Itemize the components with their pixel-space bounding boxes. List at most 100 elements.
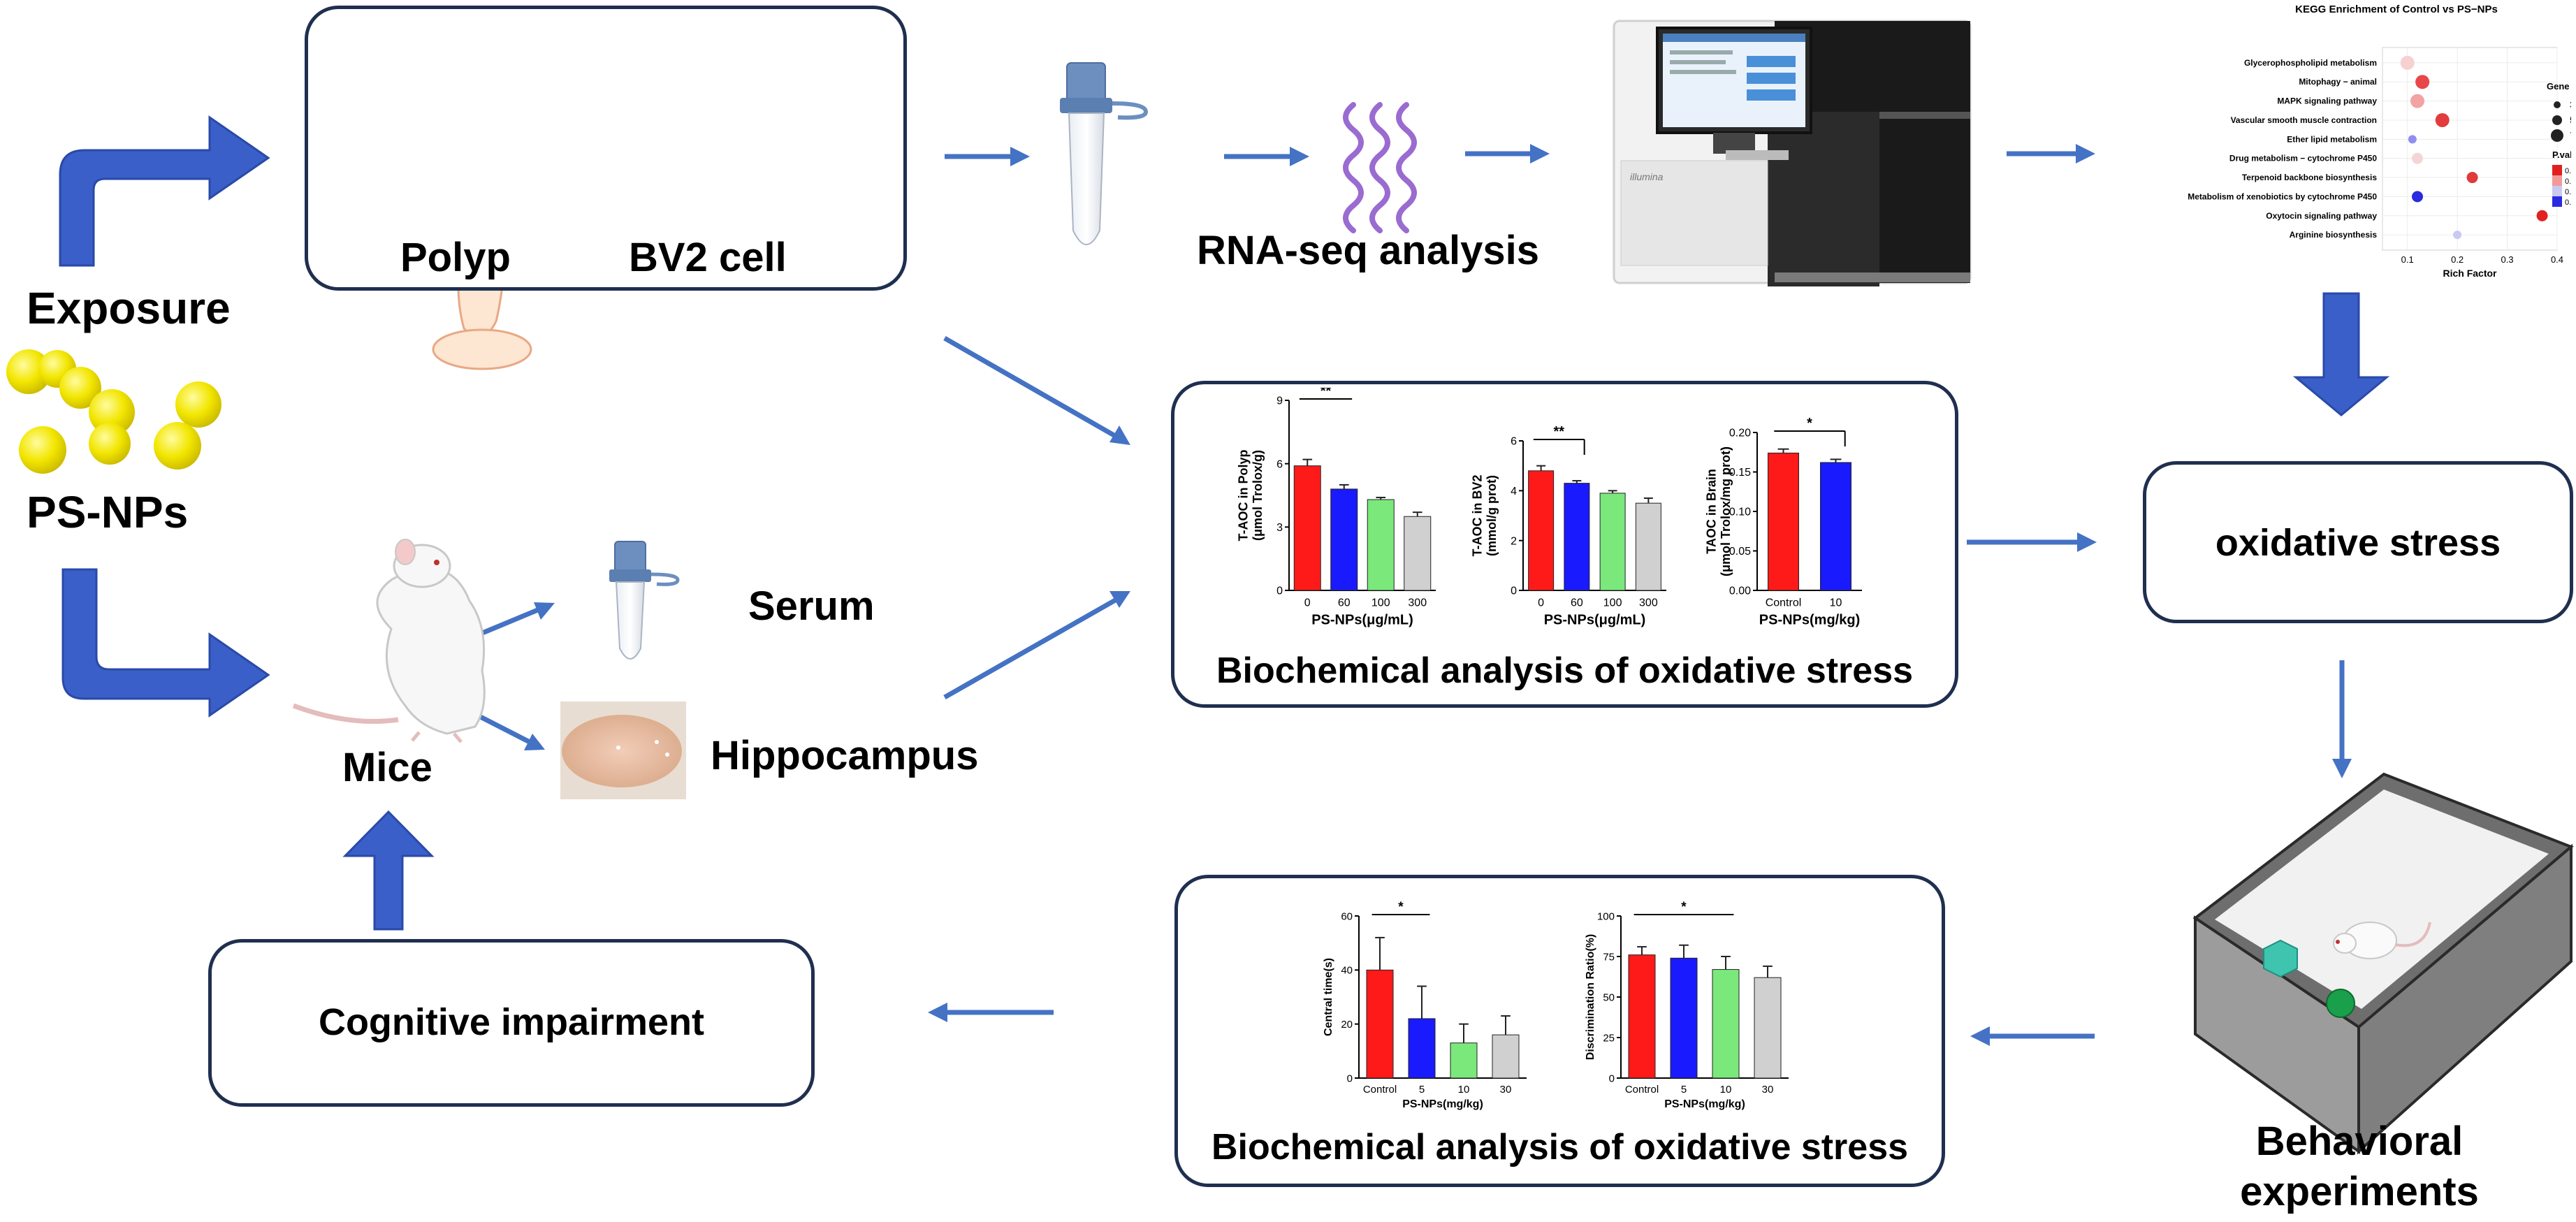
x-tick-label: Control bbox=[1625, 1084, 1659, 1096]
y-tick-label: 20 bbox=[1341, 1019, 1353, 1031]
y-tick-label: Metabolism of xenobiotics by cytochrome … bbox=[2188, 191, 2377, 201]
y-tick-label: 4 bbox=[1511, 486, 1517, 497]
legend-color-swatch bbox=[2552, 196, 2562, 207]
bar bbox=[1492, 1034, 1520, 1079]
significance-marker: * bbox=[1398, 900, 1404, 915]
x-tick-label: 0.3 bbox=[2501, 254, 2514, 265]
y-axis-label: (μmol Trolox/g) bbox=[1251, 450, 1265, 541]
y-axis-label: T-AOC in Polyp bbox=[1236, 449, 1250, 541]
significance-marker: ** bbox=[1320, 388, 1332, 399]
y-tick-label: 25 bbox=[1603, 1032, 1615, 1044]
x-tick-label: 0 bbox=[1304, 597, 1311, 609]
legend-size-label: 3 bbox=[2570, 100, 2571, 110]
y-tick-label: MAPK signaling pathway bbox=[2277, 96, 2377, 106]
oxidative-stress-box bbox=[2143, 461, 2573, 623]
legend-size-label: 7 bbox=[2570, 131, 2571, 140]
y-tick-label: Vascular smooth muscle contraction bbox=[2231, 115, 2377, 125]
y-tick-label: 9 bbox=[1276, 395, 1283, 407]
data-point bbox=[2408, 135, 2417, 144]
legend-color-swatch bbox=[2552, 186, 2562, 196]
bar bbox=[1754, 977, 1782, 1079]
legend-size-title: Gene Number bbox=[2547, 81, 2571, 92]
data-point bbox=[2412, 152, 2423, 164]
y-tick-label: 0.10 bbox=[1729, 507, 1751, 518]
y-tick-label: 6 bbox=[1276, 458, 1283, 470]
y-tick-label: 50 bbox=[1603, 991, 1615, 1003]
behavioral-label-line1: Behavioral bbox=[2255, 1119, 2464, 1164]
y-tick-label: 0.05 bbox=[1729, 546, 1751, 558]
y-tick-label: 0 bbox=[1609, 1072, 1615, 1084]
rna-strands-icon bbox=[1343, 102, 1417, 233]
bar bbox=[1712, 969, 1740, 1079]
y-tick-label: 100 bbox=[1597, 910, 1615, 922]
bar bbox=[1404, 516, 1432, 591]
bar bbox=[1635, 502, 1661, 591]
bar bbox=[1670, 957, 1698, 1079]
data-point bbox=[2536, 210, 2548, 221]
x-tick-label: 30 bbox=[1500, 1084, 1512, 1096]
x-axis-label: PS-NPs(μg/mL) bbox=[1311, 612, 1413, 627]
legend-color-label: 0.03 bbox=[2565, 188, 2571, 196]
x-tick-label: 100 bbox=[1603, 597, 1622, 609]
x-axis-label: PS-NPs(μg/mL) bbox=[1544, 612, 1646, 627]
y-tick-label: Arginine biosynthesis bbox=[2290, 230, 2378, 240]
ps-nps-label: PS-NPs bbox=[27, 487, 189, 537]
legend-size-dot bbox=[2551, 129, 2563, 142]
x-tick-label: Control bbox=[1363, 1084, 1397, 1096]
legend-color-title: P.value bbox=[2552, 150, 2571, 160]
legend-size-dot bbox=[2552, 115, 2562, 125]
biochem-bottom-box bbox=[1174, 875, 1945, 1187]
plot-area bbox=[2382, 47, 2558, 251]
bv2-cell-label: BV2 cell bbox=[629, 235, 787, 280]
hippocampus-label: Hippocampus bbox=[711, 733, 979, 778]
data-point bbox=[2466, 172, 2478, 184]
y-tick-label: 0 bbox=[1276, 585, 1283, 597]
y-tick-label: Mitophagy − animal bbox=[2299, 77, 2377, 87]
bar bbox=[1450, 1042, 1478, 1079]
biochem-bottom-title: Biochemical analysis of oxidative stress bbox=[1211, 1127, 1909, 1168]
y-tick-label: Ether lipid metabolism bbox=[2287, 134, 2377, 144]
flow-arrows bbox=[471, 144, 2352, 1046]
x-tick-label: 60 bbox=[1571, 597, 1583, 609]
legend-color-swatch bbox=[2552, 175, 2562, 186]
serum-label: Serum bbox=[748, 583, 875, 629]
y-tick-label: 40 bbox=[1341, 965, 1353, 977]
x-tick-label: 30 bbox=[1762, 1084, 1774, 1096]
y-tick-label: 6 bbox=[1511, 436, 1517, 448]
nanoparticle-cluster bbox=[6, 349, 221, 474]
y-tick-label: 0.20 bbox=[1729, 428, 1751, 439]
sample-tube-mouse bbox=[609, 541, 680, 660]
y-tick-label: 60 bbox=[1341, 910, 1353, 922]
hippocampus-tissue-photo bbox=[560, 701, 686, 799]
bar bbox=[1768, 452, 1799, 591]
y-tick-label: 2 bbox=[1511, 535, 1517, 547]
sample-tube-top bbox=[1060, 62, 1149, 245]
x-tick-label: 0 bbox=[1538, 597, 1544, 609]
significance-marker: ** bbox=[1553, 424, 1564, 439]
oxidative-stress-label: oxidative stress bbox=[2215, 522, 2501, 564]
x-tick-label: 10 bbox=[1830, 597, 1842, 609]
open-field-box-illustration bbox=[2192, 772, 2574, 1155]
y-tick-label: Oxytocin signaling pathway bbox=[2266, 211, 2377, 221]
x-tick-label: 5 bbox=[1419, 1084, 1425, 1096]
legend-size-dot bbox=[2554, 101, 2561, 108]
x-tick-label: 0.1 bbox=[2401, 254, 2414, 265]
exposure-label: Exposure bbox=[27, 283, 231, 333]
rna-seq-label: RNA-seq analysis bbox=[1197, 228, 1539, 273]
x-tick-label: 5 bbox=[1681, 1084, 1687, 1096]
cognitive-impairment-label: Cognitive impairment bbox=[318, 1001, 705, 1043]
legend-color-swatch bbox=[2552, 165, 2562, 175]
polyp-label: Polyp bbox=[400, 235, 511, 280]
data-point bbox=[2453, 231, 2462, 240]
y-tick-label: 0.15 bbox=[1729, 467, 1751, 479]
x-tick-label: 10 bbox=[1458, 1084, 1470, 1096]
x-axis-label: PS-NPs(mg/kg) bbox=[1402, 1098, 1483, 1110]
bar bbox=[1330, 488, 1358, 591]
mouse-illustration bbox=[292, 539, 486, 743]
data-point bbox=[2410, 94, 2424, 108]
y-tick-label: Drug metabolism − cytochrome P450 bbox=[2229, 154, 2377, 163]
